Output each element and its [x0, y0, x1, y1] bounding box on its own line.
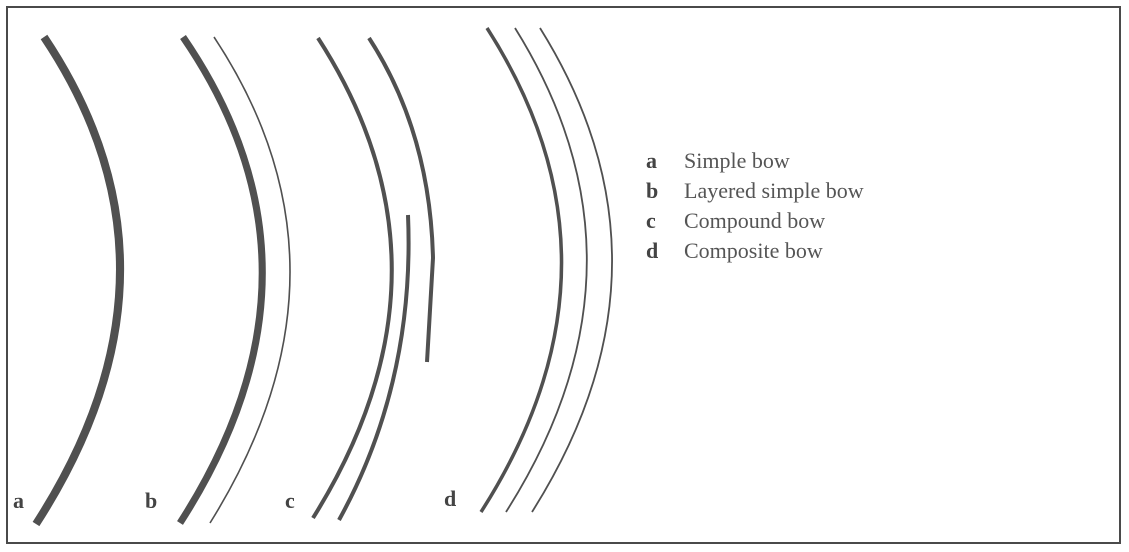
bow-letter-d: d — [444, 486, 457, 511]
legend: a Simple bow b Layered simple bow c Comp… — [646, 148, 864, 268]
layered-simple-bow-drawing — [177, 35, 291, 525]
compound-bow-drawing — [311, 36, 436, 521]
composite-bow-core — [479, 27, 564, 513]
legend-label-a: Simple bow — [684, 148, 790, 173]
composite-bow-outer-layer — [531, 27, 613, 513]
compound-bow-lower-piece — [337, 214, 411, 521]
bow-letter-a: a — [13, 488, 24, 513]
layered-bow-stave — [177, 35, 266, 525]
layered-bow-layer — [209, 36, 291, 524]
legend-key-c: c — [646, 208, 656, 233]
legend-item-a: a Simple bow — [646, 148, 864, 178]
legend-key-d: d — [646, 238, 659, 263]
bow-letter-b: b — [145, 488, 158, 513]
legend-key-a: a — [646, 148, 657, 173]
legend-label-d: Composite bow — [684, 238, 823, 263]
compound-bow-upper-piece — [367, 36, 436, 363]
composite-bow-drawing — [479, 27, 613, 513]
legend-label-c: Compound bow — [684, 208, 826, 233]
legend-item-d: d Composite bow — [646, 238, 864, 268]
legend-label-b: Layered simple bow — [684, 178, 864, 203]
legend-item-c: c Compound bow — [646, 208, 864, 238]
compound-bow-inner-piece — [311, 36, 394, 520]
legend-key-b: b — [646, 178, 659, 203]
simple-bow-drawing — [32, 34, 124, 527]
simple-bow-stave — [32, 34, 124, 527]
composite-bow-middle-layer — [505, 27, 588, 513]
legend-item-b: b Layered simple bow — [646, 178, 864, 208]
bow-letter-c: c — [285, 488, 295, 513]
